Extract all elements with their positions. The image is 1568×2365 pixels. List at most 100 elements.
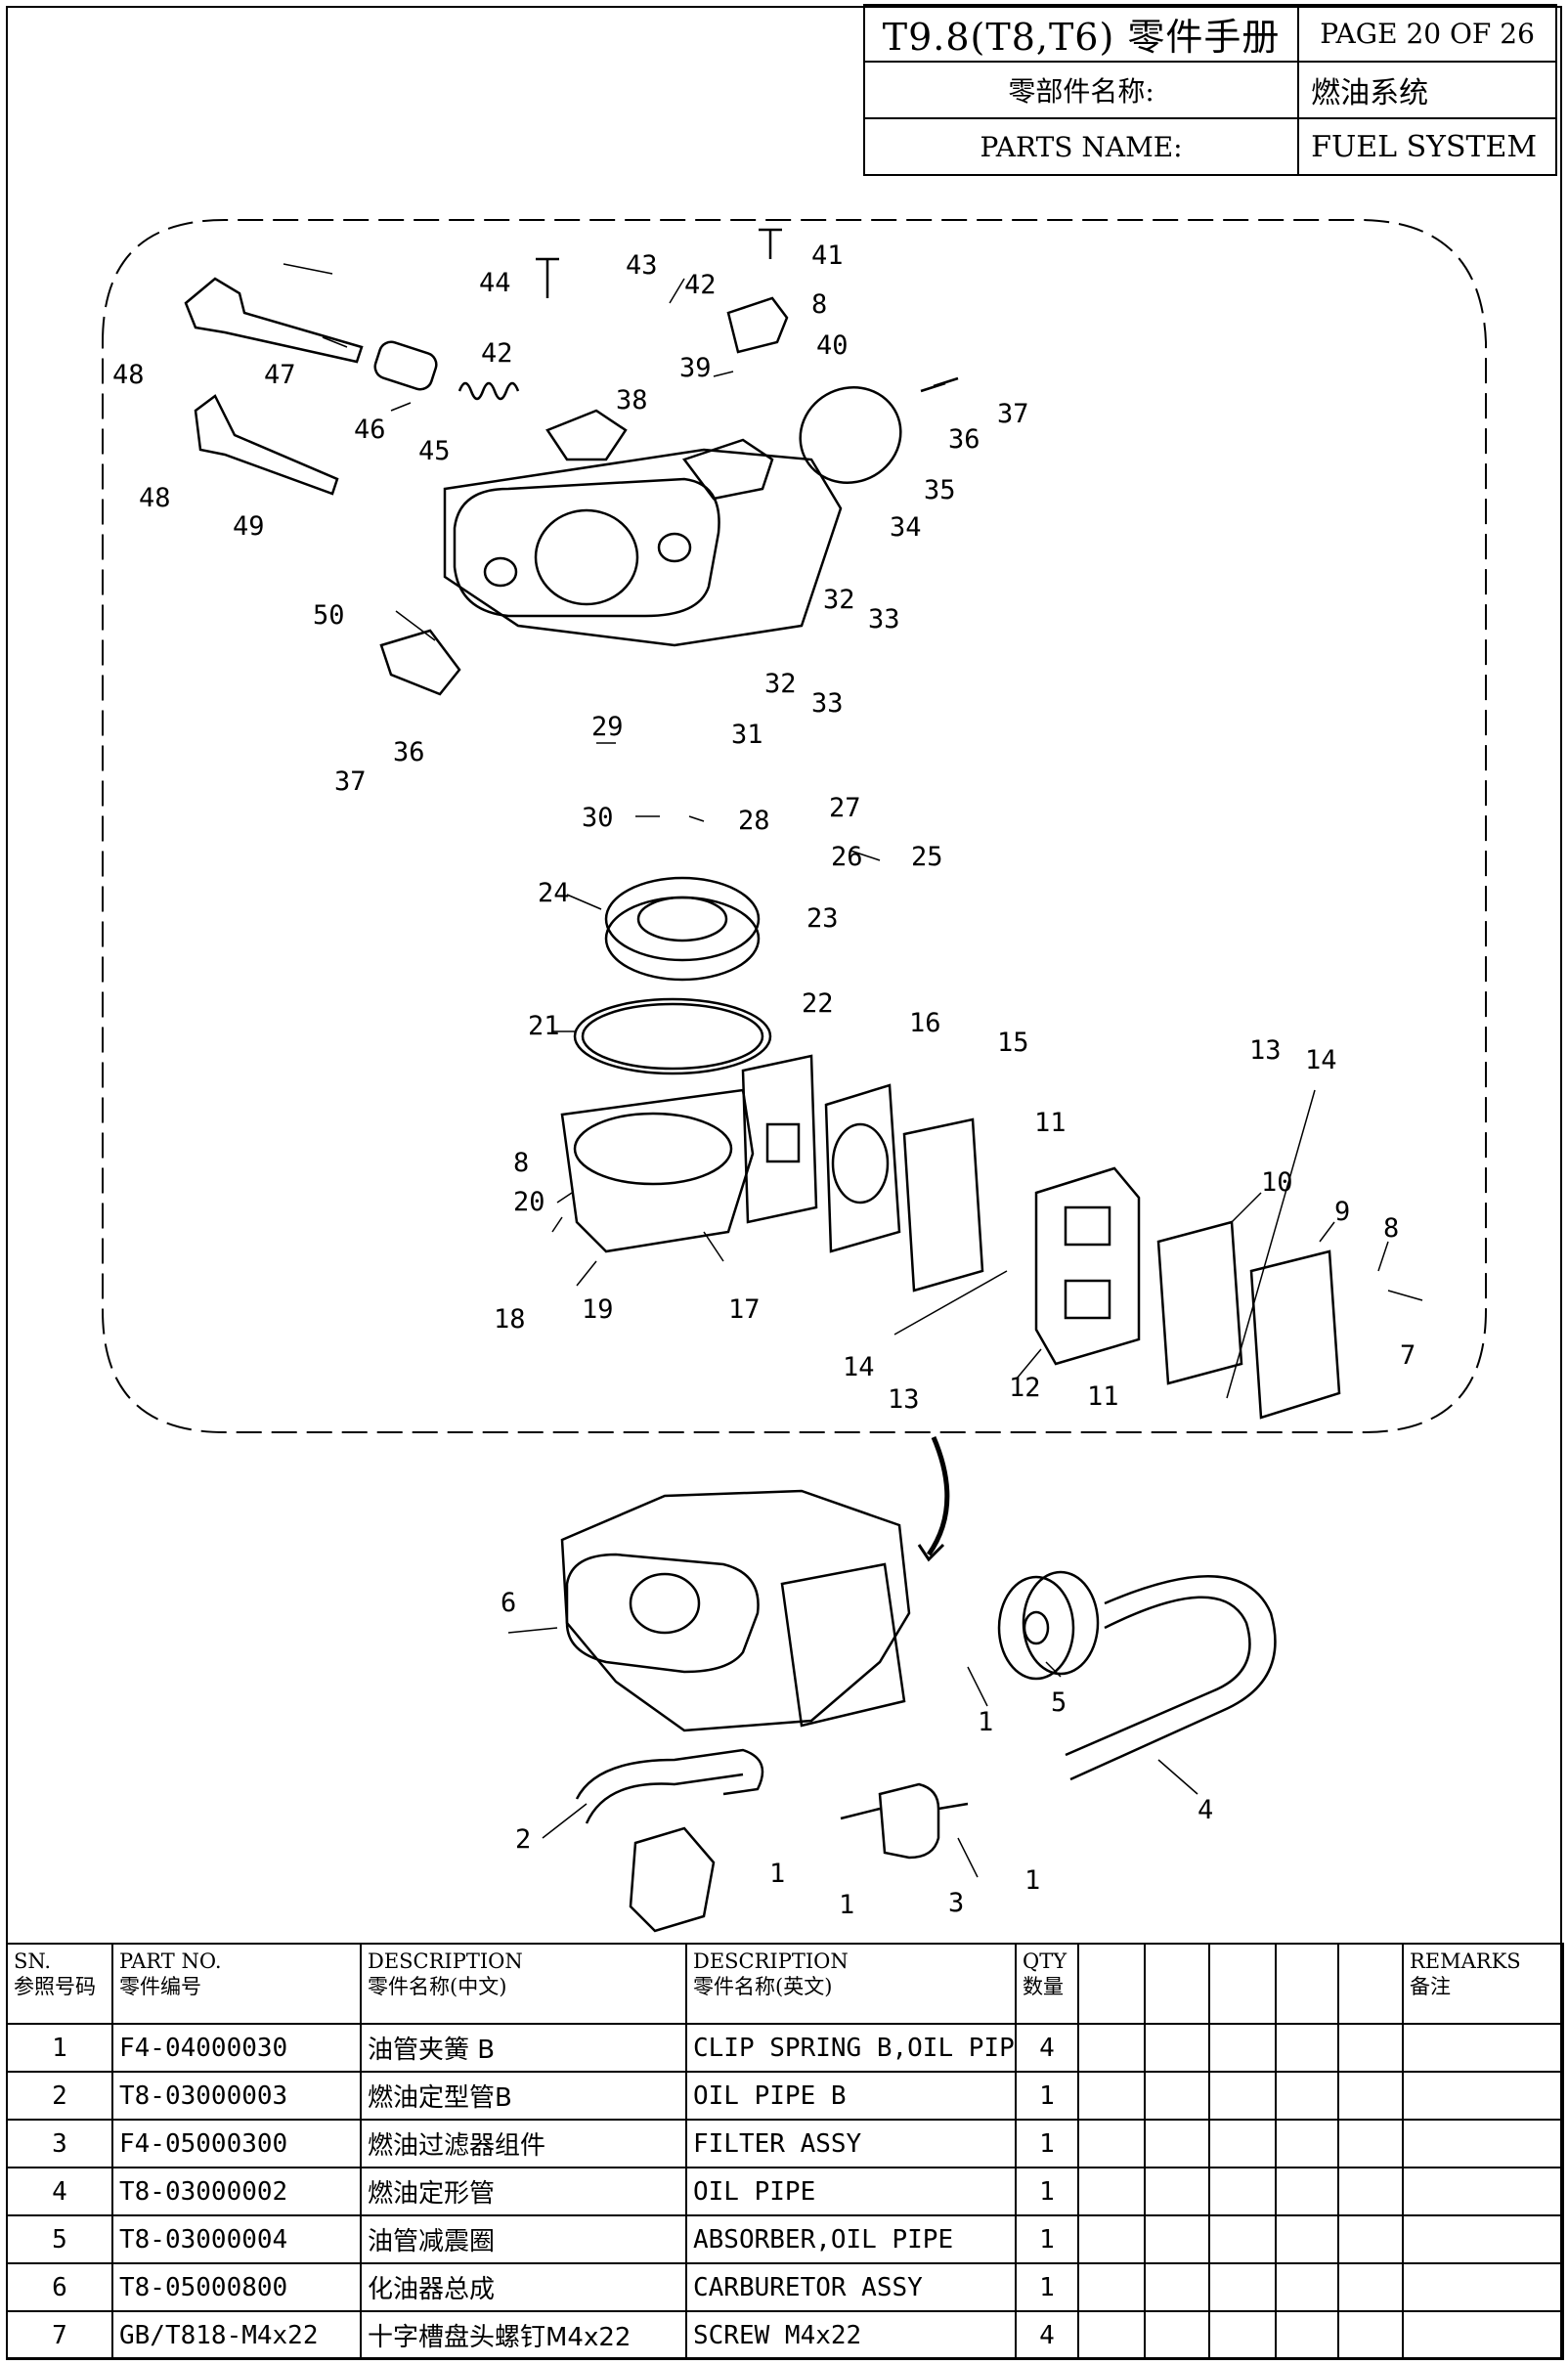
callout-20: 20 [513, 1187, 545, 1217]
cell-blank [1275, 2310, 1339, 2360]
callout-labels: 44 43 42 42 41 8 40 39 38 37 36 35 34 48… [112, 241, 1416, 1920]
callout-21: 21 [528, 1011, 560, 1041]
cell-desc-cn: 燃油定型管B [360, 2071, 687, 2121]
callout-18: 18 [494, 1304, 526, 1335]
callout-1b: 1 [769, 1859, 785, 1889]
callout-36a: 36 [948, 424, 980, 455]
parts-name-cn: 燃油系统 [1297, 61, 1557, 119]
callout-16: 16 [909, 1008, 941, 1038]
callout-2: 2 [515, 1824, 531, 1855]
callout-37a: 37 [997, 399, 1029, 429]
manual-title: T9.8(T8,T6) 零件手册 [862, 4, 1300, 63]
callout-10: 10 [1261, 1167, 1293, 1198]
cell-qty: 4 [1015, 2310, 1079, 2360]
cell-blank [1275, 2071, 1339, 2121]
cell-desc-en: FILTER ASSY [685, 2119, 1017, 2168]
cell-blank [1337, 2262, 1404, 2312]
callout-17: 17 [728, 1294, 761, 1325]
callout-25: 25 [911, 842, 943, 872]
cell-blank [1077, 2262, 1146, 2312]
cell-remarks [1402, 2310, 1564, 2360]
cell-desc-cn: 化油器总成 [360, 2262, 687, 2312]
callout-15: 15 [997, 1028, 1029, 1058]
cell-qty: 4 [1015, 2023, 1079, 2073]
cell-sn: 1 [6, 2023, 113, 2073]
cell-blank [1208, 2023, 1277, 2073]
cell-desc-cn: 燃油过滤器组件 [360, 2119, 687, 2168]
table-row: 2 T8-03000003 燃油定型管B OIL PIPE B 1 [6, 2071, 1564, 2121]
callout-42a: 42 [684, 270, 717, 300]
callout-32b: 32 [764, 669, 797, 699]
callout-32a: 32 [823, 585, 855, 615]
callout-34: 34 [890, 512, 922, 543]
callout-12: 12 [1009, 1373, 1041, 1403]
cell-part-no: GB/T818-M4x22 [111, 2310, 362, 2360]
cell-blank [1077, 2167, 1146, 2216]
callout-35: 35 [924, 475, 956, 505]
cell-blank [1275, 2262, 1339, 2312]
cell-qty: 1 [1015, 2214, 1079, 2264]
callout-26: 26 [831, 842, 863, 872]
cell-blank [1077, 2119, 1146, 2168]
col-blank-4 [1275, 1943, 1339, 2025]
cell-part-no: T8-03000002 [111, 2167, 362, 2216]
table-row: 7 GB/T818-M4x22 十字槽盘头螺钉M4x22 SCREW M4x22… [6, 2310, 1564, 2360]
cell-blank [1275, 2023, 1339, 2073]
cell-sn: 5 [6, 2214, 113, 2264]
callout-46: 46 [354, 415, 386, 445]
cell-qty: 1 [1015, 2071, 1079, 2121]
callout-4: 4 [1198, 1795, 1213, 1825]
cell-desc-cn: 十字槽盘头螺钉M4x22 [360, 2310, 687, 2360]
callout-39: 39 [679, 353, 712, 383]
callout-42b: 42 [481, 338, 513, 369]
cell-blank [1077, 2071, 1146, 2121]
cell-blank [1144, 2071, 1210, 2121]
callout-33a: 33 [868, 604, 900, 635]
callout-1a: 1 [978, 1707, 993, 1737]
cell-blank [1077, 2023, 1146, 2073]
exploded-view-boundary [102, 219, 1487, 1433]
cell-sn: 3 [6, 2119, 113, 2168]
callout-50: 50 [313, 600, 345, 631]
table-row: 6 T8-05000800 化油器总成 CARBURETOR ASSY 1 [6, 2262, 1564, 2312]
cell-blank [1208, 2262, 1277, 2312]
callout-14b: 14 [843, 1352, 875, 1382]
cell-blank [1337, 2310, 1404, 2360]
callout-11b: 11 [1087, 1381, 1119, 1412]
col-sn: SN.参照号码 [6, 1943, 113, 2025]
part-outlines [184, 228, 1341, 1933]
cell-remarks [1402, 2119, 1564, 2168]
cell-sn: 7 [6, 2310, 113, 2360]
cell-blank [1208, 2214, 1277, 2264]
cell-blank [1275, 2119, 1339, 2168]
cell-remarks [1402, 2023, 1564, 2073]
callout-8a: 8 [811, 289, 827, 320]
callout-11a: 11 [1034, 1108, 1067, 1138]
callout-14a: 14 [1305, 1045, 1337, 1075]
table-row: 3 F4-05000300 燃油过滤器组件 FILTER ASSY 1 [6, 2119, 1564, 2168]
cell-blank [1275, 2167, 1339, 2216]
callout-23: 23 [806, 903, 839, 934]
callout-45: 45 [418, 436, 451, 466]
callout-36b: 36 [393, 737, 425, 767]
col-part-no: PART NO.零件编号 [111, 1943, 362, 2025]
col-blank-3 [1208, 1943, 1277, 2025]
exploded-view-drawing: 44 43 42 42 41 8 40 39 38 37 36 35 34 48… [102, 219, 1487, 1933]
callout-13b: 13 [888, 1384, 920, 1415]
callout-1c: 1 [839, 1890, 854, 1920]
callout-49: 49 [233, 511, 265, 542]
cell-part-no: T8-03000004 [111, 2214, 362, 2264]
callout-48b: 48 [139, 483, 171, 513]
cell-part-no: F4-05000300 [111, 2119, 362, 2168]
cell-desc-en: CARBURETOR ASSY [685, 2262, 1017, 2312]
callout-48a: 48 [112, 360, 145, 390]
callout-30: 30 [582, 803, 614, 833]
cell-blank [1208, 2071, 1277, 2121]
table-row: 1 F4-04000030 油管夹簧 B CLIP SPRING B,OIL P… [6, 2023, 1564, 2073]
callout-24: 24 [538, 878, 570, 908]
callout-13a: 13 [1249, 1035, 1282, 1066]
callout-6: 6 [501, 1588, 516, 1618]
